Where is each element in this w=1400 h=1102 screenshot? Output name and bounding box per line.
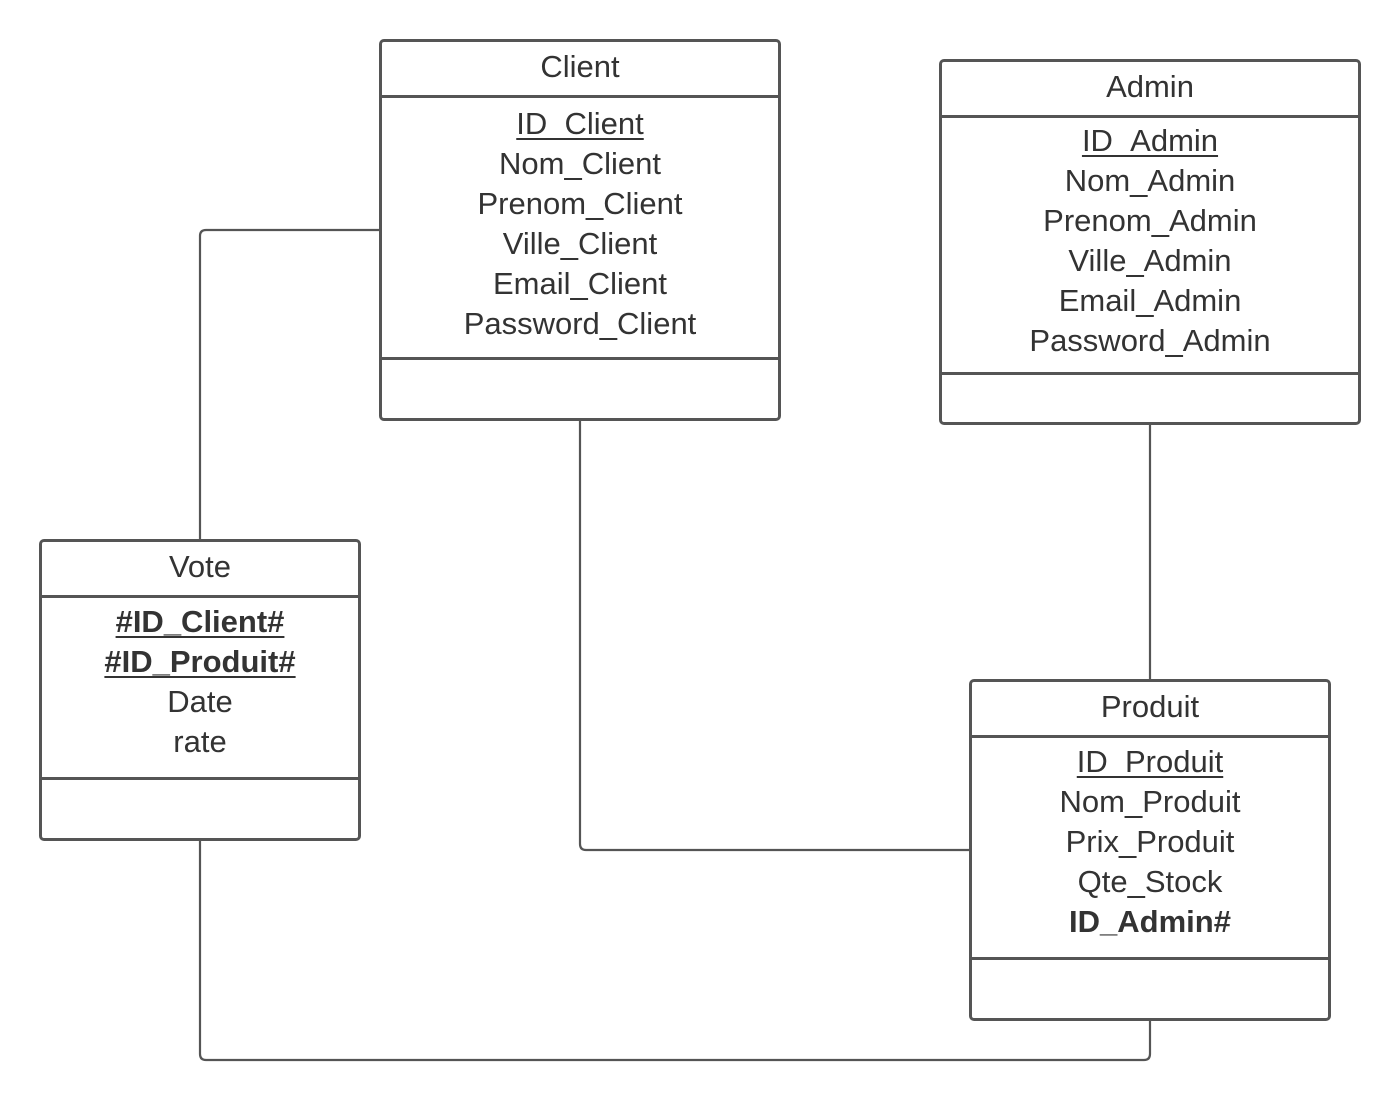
attribute-password-client: Password_Client [463, 306, 697, 341]
relation-client-produit [578, 420, 970, 852]
relation-client-vote [198, 228, 380, 541]
attribute-id-produit: #ID_Produit# [104, 644, 296, 679]
attribute-prenom-client: Prenom_Client [477, 186, 683, 221]
entity-vote-attributes: #ID_Client# #ID_Produit# Date rate [42, 598, 358, 780]
entity-produit-title: Produit [972, 682, 1328, 738]
attribute-password-admin: Password_Admin [1029, 323, 1271, 358]
entity-client-title: Client [382, 42, 778, 98]
attribute-ville-client: Ville_Client [502, 226, 658, 261]
attribute-nom-client: Nom_Client [499, 146, 661, 181]
relation-vote-produit [198, 840, 1152, 1062]
attribute-date: Date [167, 684, 233, 719]
attribute-ville-admin: Ville_Admin [1068, 243, 1232, 278]
entity-vote-methods [42, 780, 358, 838]
attribute-nom-admin: Nom_Admin [1064, 163, 1236, 198]
attribute-id-client: ID_Client [516, 106, 644, 141]
entity-admin-methods [942, 375, 1358, 433]
attribute-nom-produit: Nom_Produit [1059, 784, 1241, 819]
attribute-id-produit: ID_Produit [1076, 744, 1224, 779]
attribute-id-admin: ID_Admin [1081, 123, 1219, 158]
attribute-id-admin: ID_Admin# [1069, 904, 1231, 939]
attribute-qte-stock: Qte_Stock [1077, 864, 1223, 899]
entity-vote-title: Vote [42, 542, 358, 598]
attribute-rate: rate [173, 724, 227, 759]
attribute-email-admin: Email_Admin [1058, 283, 1242, 318]
entity-client-methods [382, 360, 778, 418]
attribute-prix-produit: Prix_Produit [1065, 824, 1235, 859]
entity-produit-methods [972, 960, 1328, 1018]
entity-vote[interactable]: Vote #ID_Client# #ID_Produit# Date rate [39, 539, 361, 841]
attribute-email-client: Email_Client [492, 266, 667, 301]
attribute-prenom-admin: Prenom_Admin [1043, 203, 1257, 238]
attribute-id-client: #ID_Client# [115, 604, 285, 639]
entity-admin-title: Admin [942, 62, 1358, 118]
